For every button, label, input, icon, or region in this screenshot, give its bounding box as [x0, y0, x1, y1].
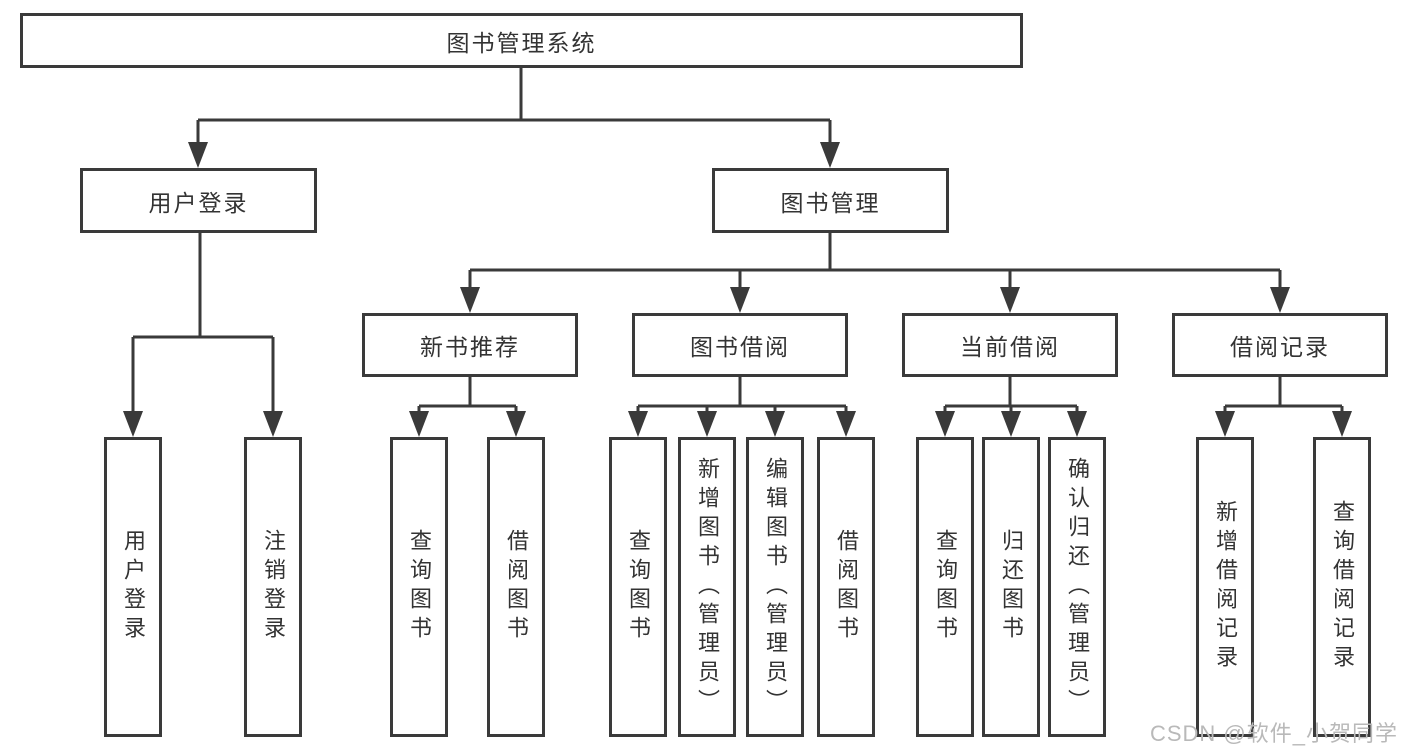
arrowhead-icon [765, 411, 785, 437]
leaf-user-login: 用户登录 [104, 437, 162, 737]
arrowhead-icon [409, 411, 429, 437]
node-user-login: 用户登录 [80, 168, 317, 233]
connector-book-borrowing [628, 377, 856, 437]
arrowhead-icon [730, 287, 750, 313]
leaf-query-books-recommend: 查询图书 [390, 437, 448, 737]
node-library-management-system: 图书管理系统 [20, 13, 1023, 68]
node-label: 归还图书 [999, 529, 1024, 645]
connector-borrowing-records [1215, 377, 1352, 437]
arrowhead-icon [1215, 411, 1235, 437]
watermark: CSDN @软件_小贺同学 [1149, 721, 1398, 746]
node-label: 查询图书 [407, 529, 432, 645]
connector-new-book-recommendation [409, 377, 526, 437]
arrowhead-icon [935, 411, 955, 437]
node-label: 用户登录 [148, 189, 249, 216]
arrowhead-icon [1270, 287, 1290, 313]
node-label: 借阅图书 [504, 529, 529, 645]
node-label: 编辑图书（管理员） [763, 456, 788, 718]
arrowhead-icon [1000, 287, 1020, 313]
leaf-confirm-return-admin: 确认归还（管理员） [1048, 437, 1106, 737]
node-current-borrowing: 当前借阅 [902, 313, 1118, 377]
node-book-borrowing: 图书借阅 [632, 313, 848, 377]
node-label: 借阅图书 [834, 529, 859, 645]
leaf-add-books-admin: 新增图书（管理员） [678, 437, 736, 737]
node-label: 新书推荐 [420, 334, 520, 360]
leaf-add-borrow-record: 新增借阅记录 [1196, 437, 1254, 737]
node-label: 用户登录 [121, 529, 146, 645]
arrowhead-icon [123, 411, 143, 437]
node-label: 图书管理 [780, 189, 881, 216]
leaf-borrow-books-recommend: 借阅图书 [487, 437, 545, 737]
node-label: 确认归还（管理员） [1065, 456, 1090, 718]
arrowhead-icon [460, 287, 480, 313]
arrowhead-icon [628, 411, 648, 437]
arrowhead-icon [820, 142, 840, 168]
node-borrowing-records: 借阅记录 [1172, 313, 1388, 377]
arrowhead-icon [506, 411, 526, 437]
arrowhead-icon [697, 411, 717, 437]
leaf-return-books: 归还图书 [982, 437, 1040, 737]
node-label: 图书管理系统 [446, 29, 597, 56]
leaf-logout: 注销登录 [244, 437, 302, 737]
arrowhead-icon [1001, 411, 1021, 437]
connector-user-login [123, 232, 283, 437]
arrowhead-icon [1067, 411, 1087, 437]
node-book-management: 图书管理 [712, 168, 949, 233]
node-label: 新增图书（管理员） [695, 456, 720, 718]
node-label: 图书借阅 [690, 334, 790, 360]
arrowhead-icon [1332, 411, 1352, 437]
leaf-borrow-books-borrowing: 借阅图书 [817, 437, 875, 737]
connector-root [188, 67, 840, 168]
node-label: 查询图书 [626, 529, 651, 645]
node-label: 查询图书 [933, 529, 958, 645]
arrowhead-icon [188, 142, 208, 168]
leaf-query-borrow-record: 查询借阅记录 [1313, 437, 1371, 737]
connector-current-borrowing [935, 377, 1087, 437]
node-label: 新增借阅记录 [1213, 500, 1238, 674]
leaf-edit-books-admin: 编辑图书（管理员） [746, 437, 804, 737]
leaf-query-books-borrowing: 查询图书 [609, 437, 667, 737]
node-label: 当前借阅 [960, 334, 1060, 360]
node-new-book-recommendation: 新书推荐 [362, 313, 578, 377]
leaf-query-books-current: 查询图书 [916, 437, 974, 737]
node-label: 查询借阅记录 [1330, 500, 1355, 674]
arrowhead-icon [836, 411, 856, 437]
node-label: 借阅记录 [1230, 334, 1330, 360]
arrowhead-icon [263, 411, 283, 437]
connector-book-management [460, 233, 1290, 313]
node-label: 注销登录 [261, 529, 286, 645]
